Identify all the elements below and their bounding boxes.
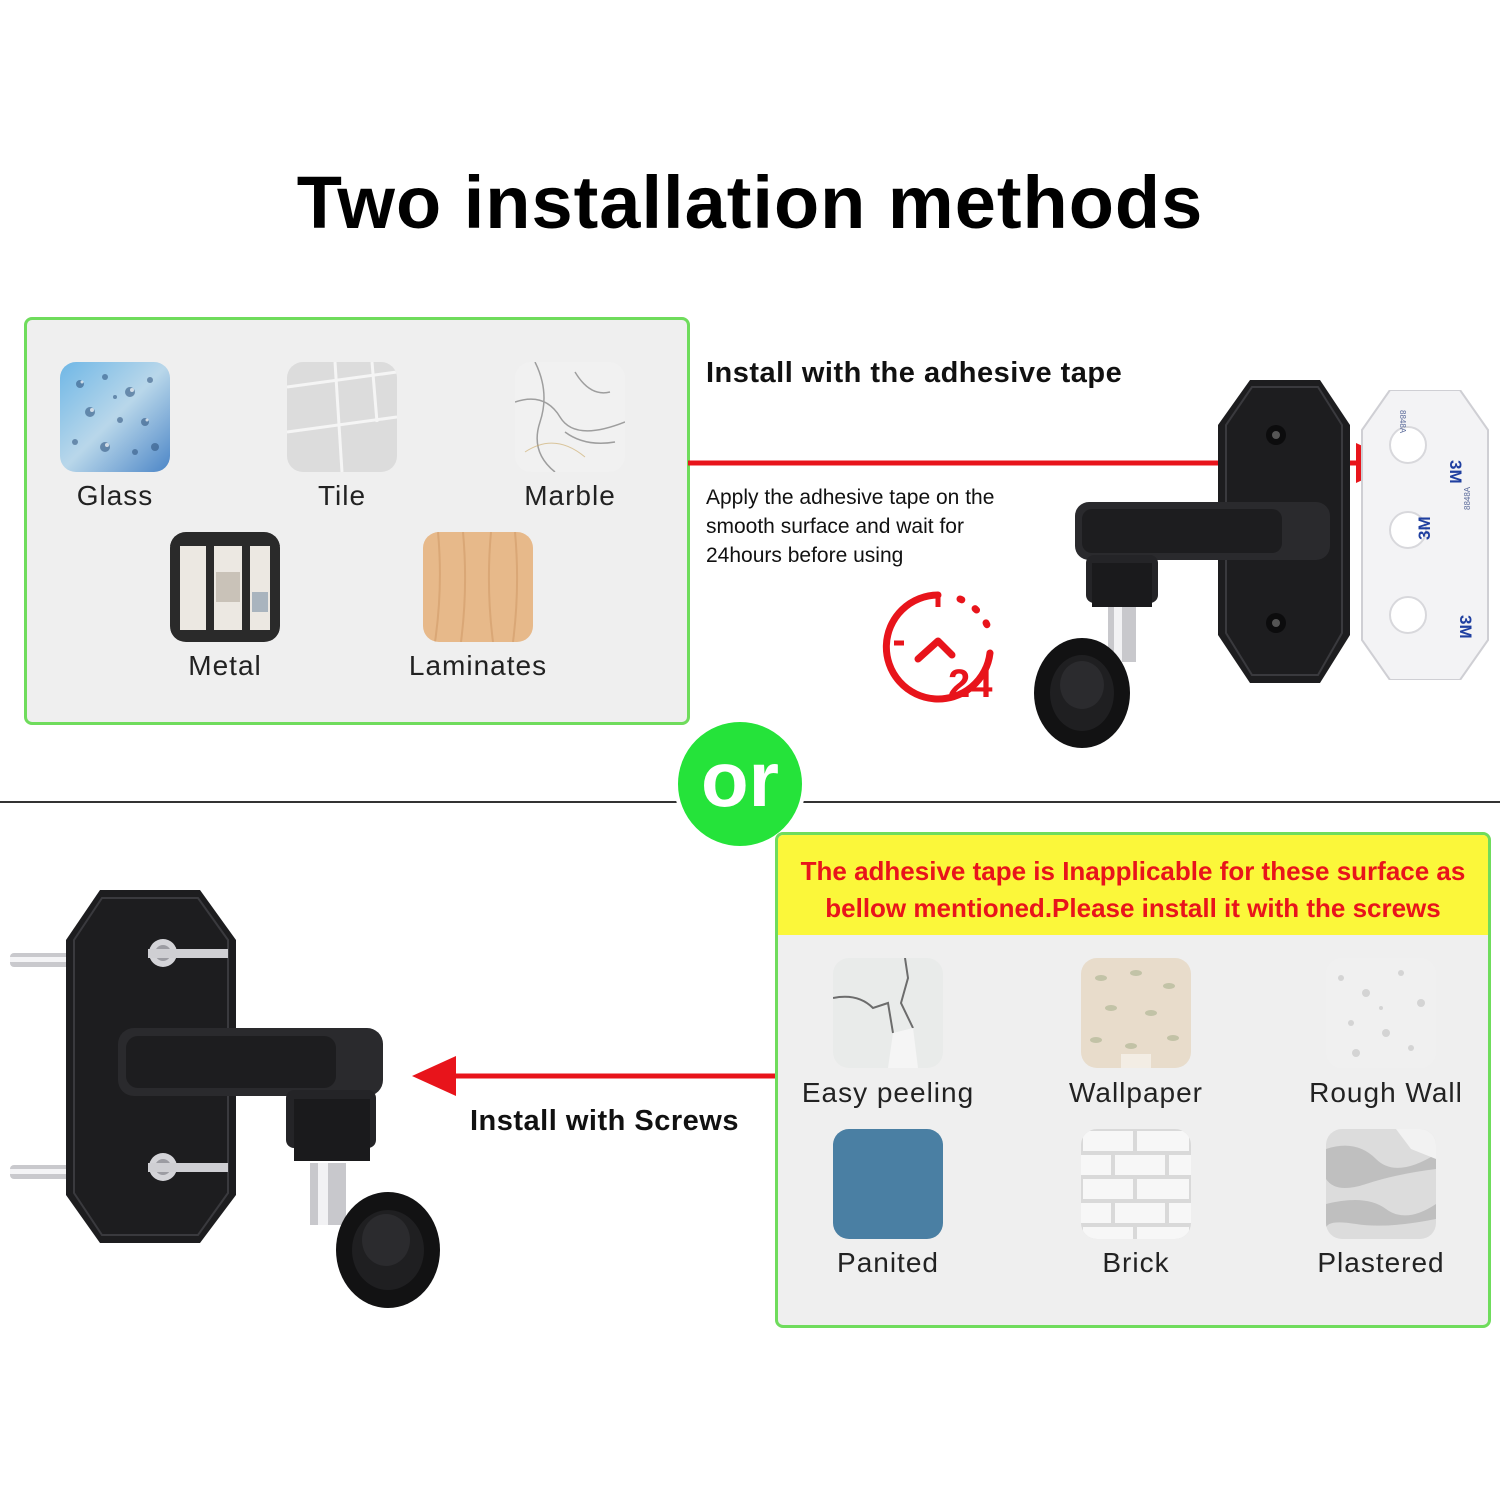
arrow-left-icon — [412, 1056, 778, 1096]
marble-swatch — [515, 362, 625, 472]
wallpaper-swatch — [1081, 958, 1191, 1068]
svg-text:8848A: 8848A — [1463, 486, 1472, 510]
surface-label-metal: Metal — [188, 650, 262, 681]
plastered-swatch — [1326, 1129, 1436, 1239]
wall-mount-screws-image — [10, 890, 440, 1308]
adhesive-description: Apply the adhesive tape on the smooth su… — [706, 486, 995, 567]
svg-text:3M: 3M — [1456, 615, 1475, 639]
screw-surfaces-panel: The adhesive tape is Inapplicable for th… — [775, 832, 1491, 1328]
warning-band: The adhesive tape is Inapplicable for th… — [778, 835, 1488, 935]
surface-label-tile: Tile — [317, 480, 367, 511]
glass-swatch — [60, 362, 170, 472]
warning-text: The adhesive tape is Inapplicable for th… — [800, 856, 1466, 923]
painted-swatch — [833, 1129, 943, 1239]
brick-swatch — [1081, 1129, 1191, 1239]
laminates-swatch — [423, 532, 533, 642]
easy-peeling-swatch — [833, 958, 943, 1068]
wall-mount-adhesive-image — [1034, 380, 1350, 748]
surface-label-wallpaper: Wallpaper — [1068, 1077, 1203, 1108]
adhesive-tape-sheet: 3M 3M 3M 8848A 8848A — [1361, 390, 1489, 680]
tile-swatch — [287, 362, 397, 472]
screws-heading: Install with Screws — [470, 1105, 739, 1137]
timer-24h-icon: 24 — [882, 591, 994, 705]
rough-wall-swatch — [1326, 958, 1436, 1068]
surface-label-glass: Glass — [76, 480, 154, 511]
svg-text:3M: 3M — [1446, 460, 1465, 484]
adhesive-surfaces-panel: Glass Tile Marble — [24, 317, 690, 725]
metal-swatch — [170, 532, 280, 642]
or-label: or — [701, 734, 779, 823]
surface-label-marble: Marble — [524, 480, 616, 511]
surface-label-easy-peeling: Easy peeling — [801, 1077, 975, 1108]
surface-label-rough-wall: Rough Wall — [1309, 1077, 1463, 1108]
adhesive-heading: Install with the adhesive tape — [706, 357, 1123, 389]
surface-label-laminates: Laminates — [408, 650, 548, 681]
or-badge: or — [674, 718, 806, 850]
svg-text:8848A: 8848A — [1398, 410, 1407, 434]
page-title: Two installation methods — [296, 161, 1204, 244]
surface-label-plastered: Plastered — [1317, 1247, 1445, 1278]
surface-label-panited: Panited — [837, 1247, 939, 1278]
svg-text:3M: 3M — [1415, 516, 1434, 540]
timer-number: 24 — [948, 662, 993, 705]
surface-label-brick: Brick — [1102, 1247, 1170, 1278]
